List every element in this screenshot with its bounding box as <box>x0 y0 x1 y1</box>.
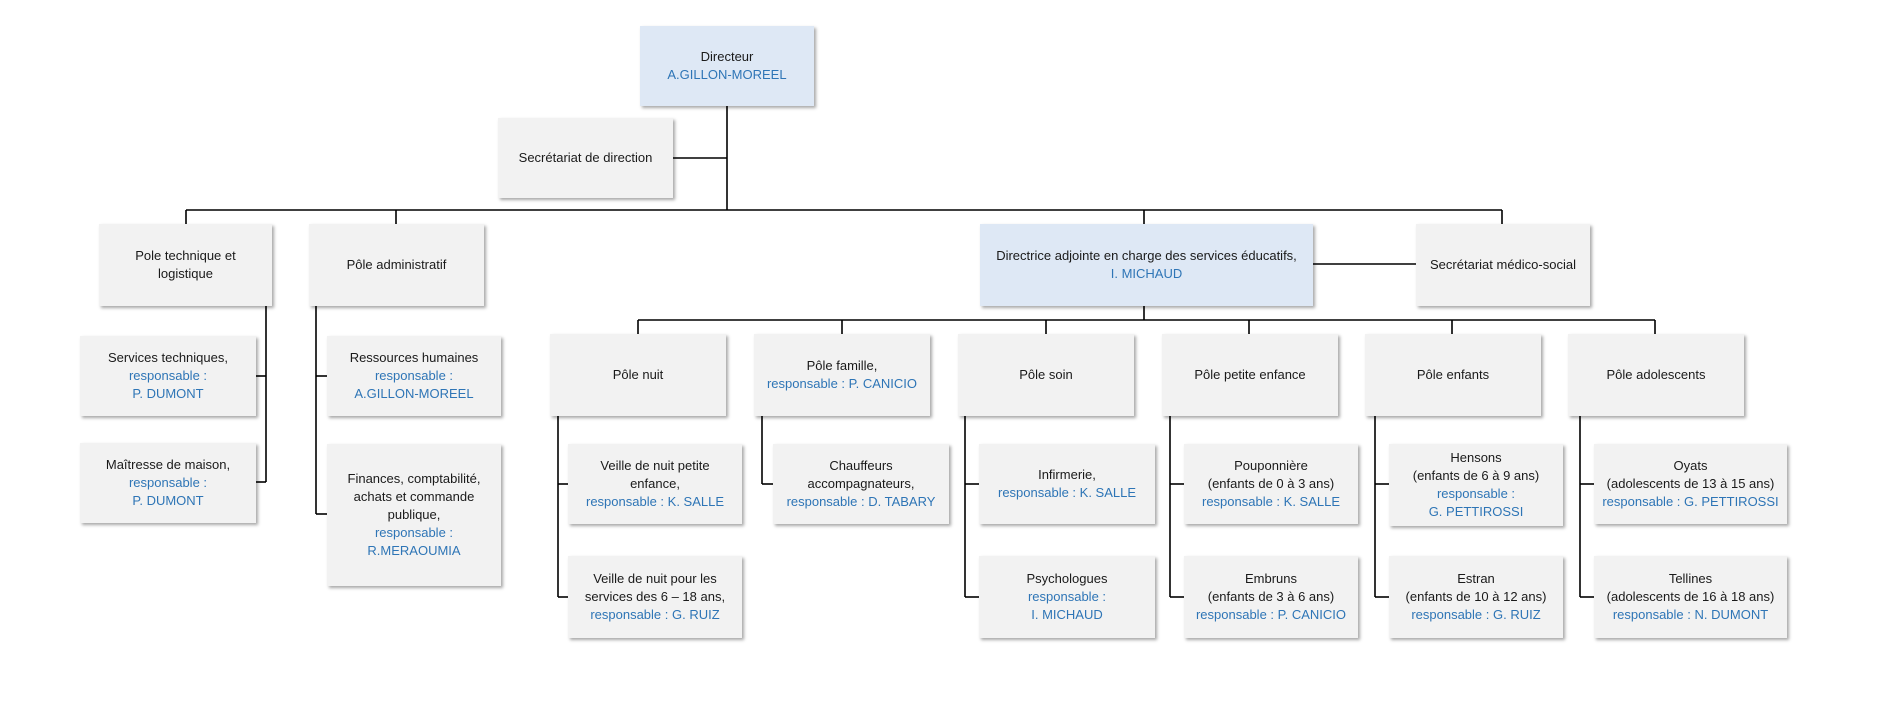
ressources-humaines-resp-name: A.GILLON-MOREEL <box>354 386 474 401</box>
finances-resp-label: responsable : <box>374 525 454 540</box>
finances-line1: Finances, comptabilité, <box>347 471 481 486</box>
estran-line2: (enfants de 10 à 12 ans) <box>1405 589 1547 604</box>
pole-enfants-title: Pôle enfants <box>1416 367 1490 382</box>
pole-administratif-title: Pôle administratif <box>346 257 447 272</box>
infirmerie-line1: Infirmerie, <box>1038 467 1096 482</box>
pole-soin-box: Pôle soin <box>958 334 1134 416</box>
chauffeurs-box: Chauffeurs accompagnateurs, responsable … <box>773 444 949 524</box>
oyats-line2: (adolescents de 13 à 15 ans) <box>1606 476 1775 491</box>
infirmerie-box: Infirmerie, responsable : K. SALLE <box>979 444 1155 524</box>
pole-nuit-box: Pôle nuit <box>550 334 726 416</box>
director-box: Directeur A.GILLON-MOREEL <box>640 26 814 106</box>
estran-line1: Estran <box>1457 571 1495 586</box>
directrice-adjointe-name: I. MICHAUD <box>1110 266 1183 281</box>
pole-soin-title: Pôle soin <box>1019 367 1073 382</box>
veille-nuit-petite-enfance-box: Veille de nuit petite enfance, responsab… <box>568 444 742 524</box>
pole-administratif-box: Pôle administratif <box>309 224 484 306</box>
veille-nuit-6-18-line1: Veille de nuit pour les <box>593 571 717 586</box>
veille-nuit-6-18-resp: responsable : G. RUIZ <box>590 607 720 622</box>
finances-resp-name: R.MERAOUMIA <box>367 543 461 558</box>
director-title: Directeur <box>700 49 754 64</box>
hensons-resp-label: responsable : <box>1436 486 1516 501</box>
pole-enfants-box: Pôle enfants <box>1365 334 1541 416</box>
psychologues-resp-label: responsable : <box>1027 589 1107 604</box>
services-techniques-resp-label: responsable : <box>128 368 208 383</box>
pole-petite-enfance-box: Pôle petite enfance <box>1162 334 1338 416</box>
estran-resp: responsable : G. RUIZ <box>1411 607 1541 622</box>
ressources-humaines-resp-label: responsable : <box>374 368 454 383</box>
embruns-line1: Embruns <box>1244 571 1298 586</box>
pole-nuit-title: Pôle nuit <box>612 367 664 382</box>
secretariat-medico-title: Secrétariat médico-social <box>1430 257 1576 272</box>
hensons-box: Hensons (enfants de 6 à 9 ans) responsab… <box>1389 444 1563 526</box>
embruns-box: Embruns (enfants de 3 à 6 ans) responsab… <box>1184 556 1358 638</box>
veille-nuit-6-18-line2: services des 6 – 18 ans, <box>584 589 726 604</box>
pole-technique-title-line1: Pole technique et <box>135 248 236 263</box>
services-techniques-resp-name: P. DUMONT <box>132 386 204 401</box>
estran-box: Estran (enfants de 10 à 12 ans) responsa… <box>1389 556 1563 638</box>
director-name: A.GILLON-MOREEL <box>667 67 787 82</box>
pole-famille-resp: responsable : P. CANICIO <box>766 376 918 391</box>
veille-nuit-petite-enfance-resp: responsable : K. SALLE <box>585 494 725 509</box>
pouponniere-box: Pouponnière (enfants de 0 à 3 ans) respo… <box>1184 444 1358 524</box>
ressources-humaines-box: Ressources humaines responsable : A.GILL… <box>327 336 501 416</box>
maitresse-maison-resp-label: responsable : <box>128 475 208 490</box>
pole-petite-enfance-title: Pôle petite enfance <box>1194 367 1306 382</box>
hensons-line2: (enfants de 6 à 9 ans) <box>1412 468 1540 483</box>
directrice-adjointe-title: Directrice adjointe en charge des servic… <box>996 248 1297 263</box>
infirmerie-resp: responsable : K. SALLE <box>997 485 1137 500</box>
tellines-box: Tellines (adolescents de 16 à 18 ans) re… <box>1594 556 1787 638</box>
veille-nuit-6-18-box: Veille de nuit pour les services des 6 –… <box>568 556 742 638</box>
psychologues-resp-name: I. MICHAUD <box>1031 607 1103 622</box>
chauffeurs-line1: Chauffeurs <box>829 458 893 473</box>
tellines-line1: Tellines <box>1668 571 1713 586</box>
maitresse-maison-resp-name: P. DUMONT <box>132 493 204 508</box>
services-techniques-box: Services techniques, responsable : P. DU… <box>80 336 256 416</box>
secretariat-direction-box: Secrétariat de direction <box>498 118 673 198</box>
pole-adolescents-title: Pôle adolescents <box>1606 367 1706 382</box>
maitresse-maison-title: Maîtresse de maison, <box>105 457 231 472</box>
pole-technique-box: Pole technique et logistique <box>99 224 272 306</box>
oyats-box: Oyats (adolescents de 13 à 15 ans) respo… <box>1594 444 1787 524</box>
chauffeurs-resp: responsable : D. TABARY <box>786 494 936 509</box>
services-techniques-title: Services techniques, <box>108 350 228 365</box>
embruns-resp: responsable : P. CANICIO <box>1195 607 1347 622</box>
chauffeurs-line2: accompagnateurs, <box>807 476 915 491</box>
pouponniere-line1: Pouponnière <box>1234 458 1308 473</box>
psychologues-box: Psychologues responsable : I. MICHAUD <box>979 556 1155 638</box>
psychologues-line1: Psychologues <box>1026 571 1108 586</box>
secretariat-medico-box: Secrétariat médico-social <box>1416 224 1590 306</box>
pouponniere-line2: (enfants de 0 à 3 ans) <box>1207 476 1335 491</box>
finances-box: Finances, comptabilité, achats et comman… <box>327 444 501 586</box>
veille-nuit-petite-enfance-line1: Veille de nuit petite <box>600 458 710 473</box>
directrice-adjointe-box: Directrice adjointe en charge des servic… <box>980 224 1313 306</box>
pouponniere-resp: responsable : K. SALLE <box>1201 494 1341 509</box>
pole-adolescents-box: Pôle adolescents <box>1568 334 1744 416</box>
tellines-resp: responsable : N. DUMONT <box>1612 607 1769 622</box>
embruns-line2: (enfants de 3 à 6 ans) <box>1207 589 1335 604</box>
oyats-resp: responsable : G. PETTIROSSI <box>1602 494 1779 509</box>
pole-famille-box: Pôle famille, responsable : P. CANICIO <box>754 334 930 416</box>
ressources-humaines-title: Ressources humaines <box>349 350 479 365</box>
pole-famille-title: Pôle famille, <box>806 358 878 373</box>
hensons-resp-name: G. PETTIROSSI <box>1428 504 1524 519</box>
veille-nuit-petite-enfance-line2: enfance, <box>630 476 680 491</box>
finances-line2: achats et commande <box>353 489 475 504</box>
finances-line3: publique, <box>387 507 441 522</box>
hensons-line1: Hensons <box>1450 450 1502 465</box>
oyats-line1: Oyats <box>1673 458 1708 473</box>
tellines-line2: (adolescents de 16 à 18 ans) <box>1606 589 1775 604</box>
maitresse-maison-box: Maîtresse de maison, responsable : P. DU… <box>80 443 256 523</box>
secretariat-direction-title: Secrétariat de direction <box>518 150 653 165</box>
pole-technique-title-line2: logistique <box>158 266 213 281</box>
